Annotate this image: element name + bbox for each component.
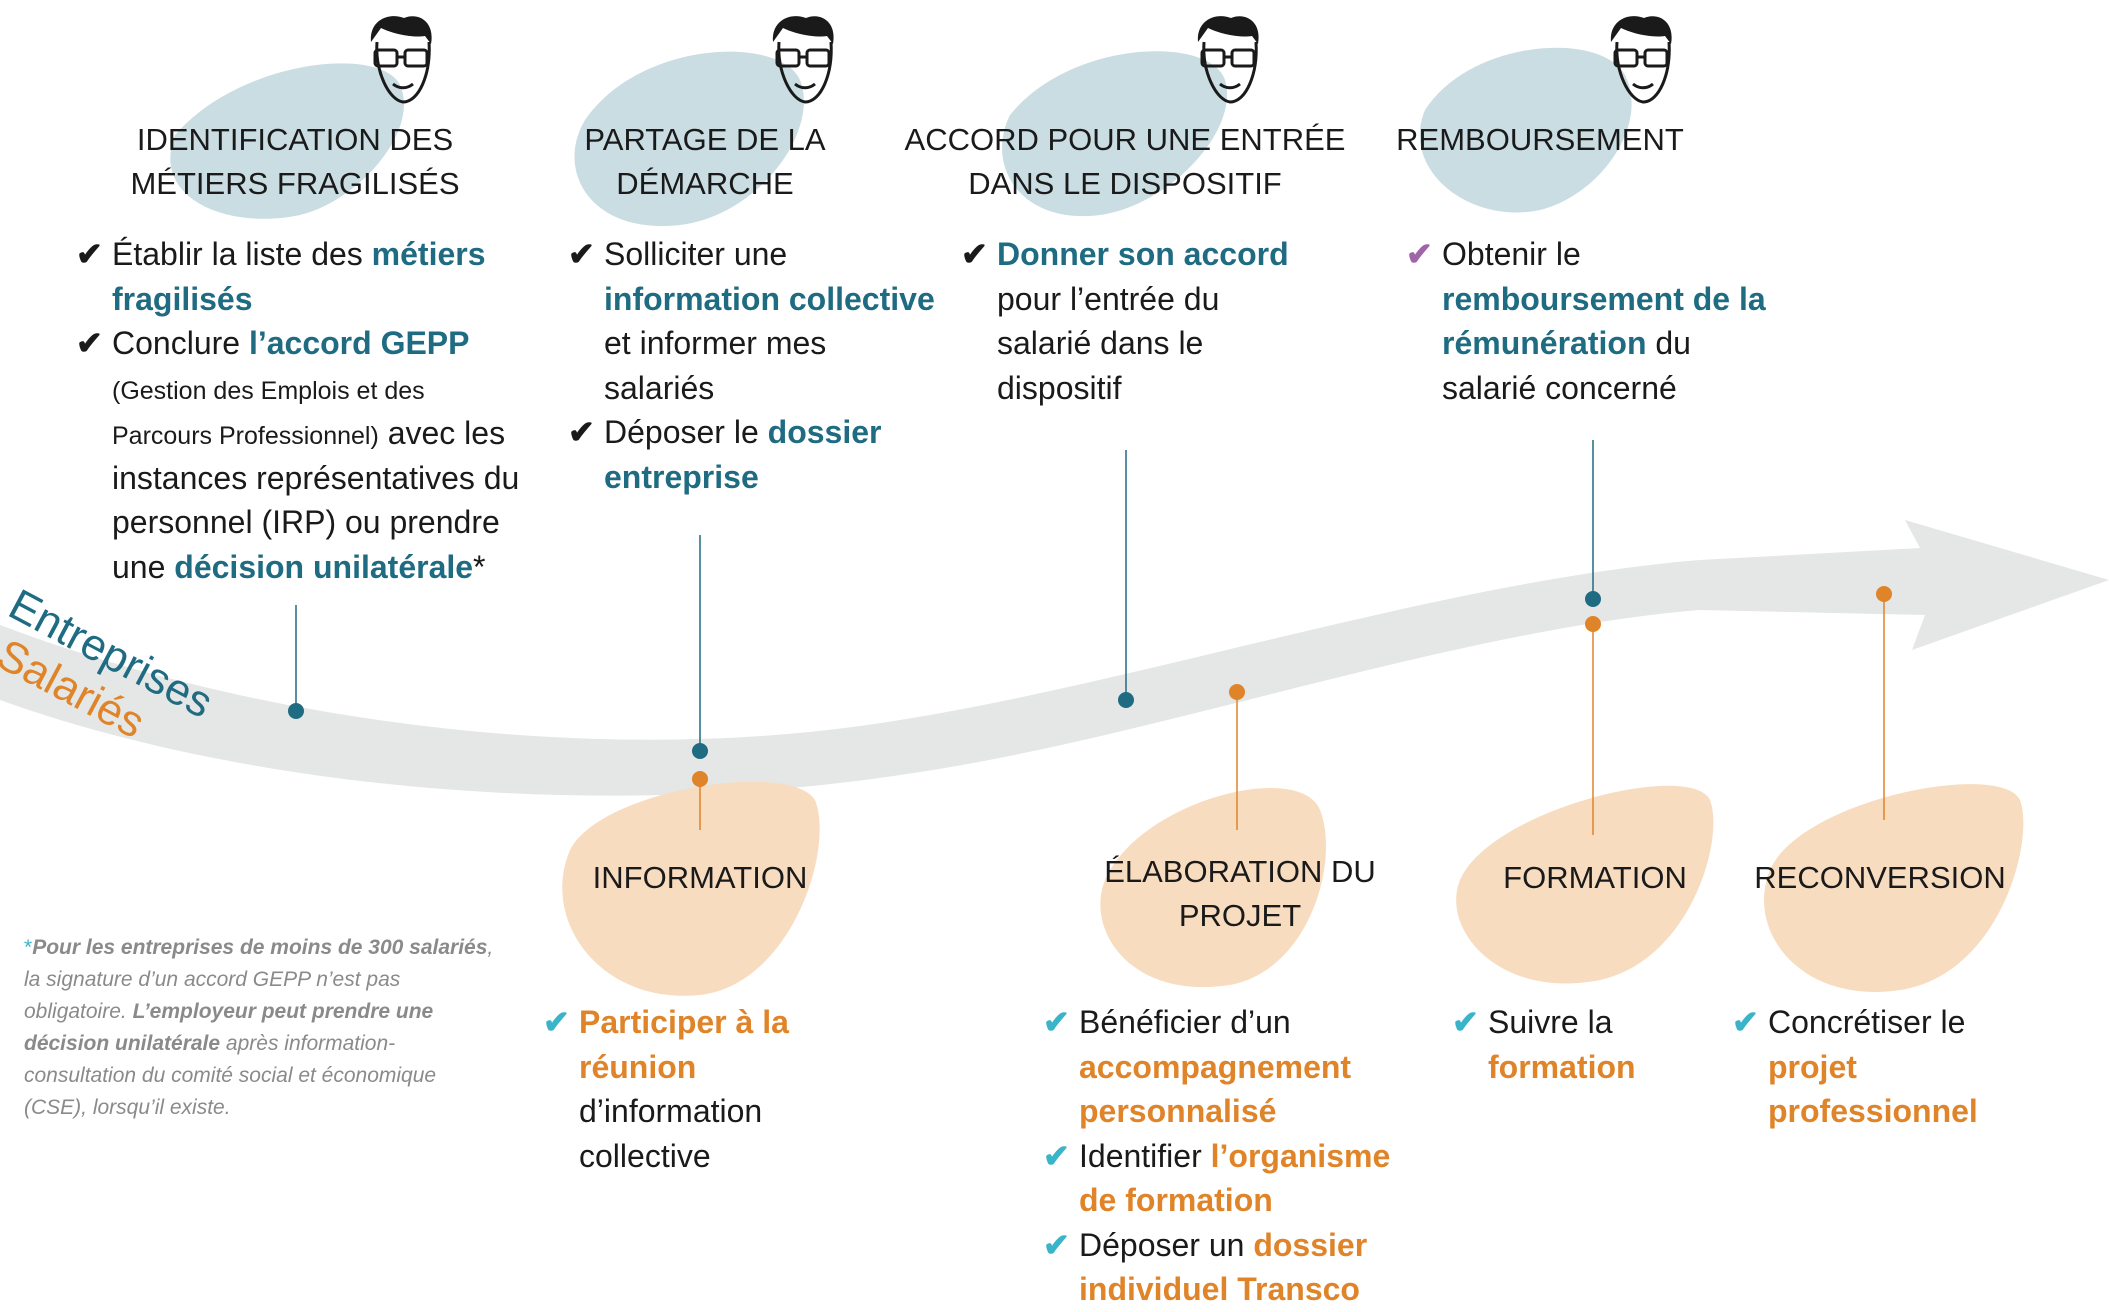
person-icon xyxy=(772,16,834,104)
company-step-4-title: REMBOURSEMENT xyxy=(1396,122,1684,157)
list-item: ✔ Concrétiser le projet professionnel xyxy=(1732,1000,2032,1134)
employee-dot-4 xyxy=(1876,586,1892,602)
employee-blob-4 xyxy=(1763,784,2024,992)
employee-step-1-title: INFORMATION xyxy=(592,860,808,895)
check-icon: ✔ xyxy=(961,236,988,272)
check-icon: ✔ xyxy=(1043,1004,1070,1040)
company-dot-1 xyxy=(288,703,304,719)
check-icon: ✔ xyxy=(76,236,103,272)
employee-step-1-bullets: ✔ Participer à la réunion d’information … xyxy=(543,1000,843,1178)
check-icon: ✔ xyxy=(568,414,595,450)
company-step-3-bullets: ✔ Donner son accord pour l’entrée du sal… xyxy=(961,232,1341,410)
employee-step-4-title: RECONVERSION xyxy=(1754,860,2006,895)
check-icon: ✔ xyxy=(543,1004,570,1040)
company-step-1-bullets: ✔ Établir la liste des métiers fragilisé… xyxy=(76,232,556,589)
company-dot-2 xyxy=(692,743,708,759)
company-dot-3 xyxy=(1118,692,1134,708)
employee-step-3-title: FORMATION xyxy=(1503,860,1687,895)
check-icon: ✔ xyxy=(568,236,595,272)
company-blob-4 xyxy=(1419,47,1632,213)
list-item: ✔ Obtenir le remboursement de la rémunér… xyxy=(1406,232,1806,410)
person-icon xyxy=(1610,16,1672,104)
employee-step-3-bullets: ✔ Suivre la formation xyxy=(1452,1000,1712,1089)
check-icon: ✔ xyxy=(1732,1004,1759,1040)
person-icon xyxy=(370,16,432,104)
company-blob-2 xyxy=(574,51,804,227)
employee-blob-2 xyxy=(1100,787,1326,988)
company-step-4-bullets: ✔ Obtenir le remboursement de la rémunér… xyxy=(1406,232,1806,410)
list-item: ✔ Déposer le dossier entreprise xyxy=(568,410,968,499)
company-step-2-bullets: ✔ Solliciter une information collective … xyxy=(568,232,968,499)
company-blob-3 xyxy=(1002,51,1228,217)
check-icon: ✔ xyxy=(1406,236,1433,272)
company-dot-4 xyxy=(1585,591,1601,607)
list-item: ✔ Identifier l’organisme de formation xyxy=(1043,1134,1443,1223)
employee-step-4-bullets: ✔ Concrétiser le projet professionnel xyxy=(1732,1000,2032,1134)
list-item: ✔ Déposer un dossier individuel Transco xyxy=(1043,1223,1443,1312)
employee-dot-1 xyxy=(692,771,708,787)
list-item: ✔ Établir la liste des métiers fragilisé… xyxy=(76,232,556,321)
footnote: *Pour les entreprises de moins de 300 sa… xyxy=(24,936,494,1119)
list-item: ✔ Donner son accord pour l’entrée du sal… xyxy=(961,232,1341,410)
person-icon xyxy=(1197,16,1259,104)
employee-step-2-bullets: ✔ Bénéficier d’un accompagnement personn… xyxy=(1043,1000,1443,1312)
employee-dot-3 xyxy=(1585,616,1601,632)
list-item: ✔ Participer à la réunion d’information … xyxy=(543,1000,843,1178)
check-icon: ✔ xyxy=(1452,1004,1479,1040)
employee-blob-1 xyxy=(562,781,820,996)
list-item: ✔ Suivre la formation xyxy=(1452,1000,1712,1089)
employee-blob-3 xyxy=(1456,785,1714,984)
check-icon: ✔ xyxy=(76,325,103,361)
check-icon: ✔ xyxy=(1043,1137,1070,1174)
check-icon: ✔ xyxy=(1043,1226,1070,1263)
list-item: ✔ Conclure l’accord GEPP (Gestion des Em… xyxy=(76,321,556,589)
company-blob-1 xyxy=(170,63,404,219)
list-item: ✔ Solliciter une information collective … xyxy=(568,232,968,410)
timeline-arrow xyxy=(0,520,2109,796)
employee-dot-2 xyxy=(1229,684,1245,700)
list-item: ✔ Bénéficier d’un accompagnement personn… xyxy=(1043,1000,1443,1134)
